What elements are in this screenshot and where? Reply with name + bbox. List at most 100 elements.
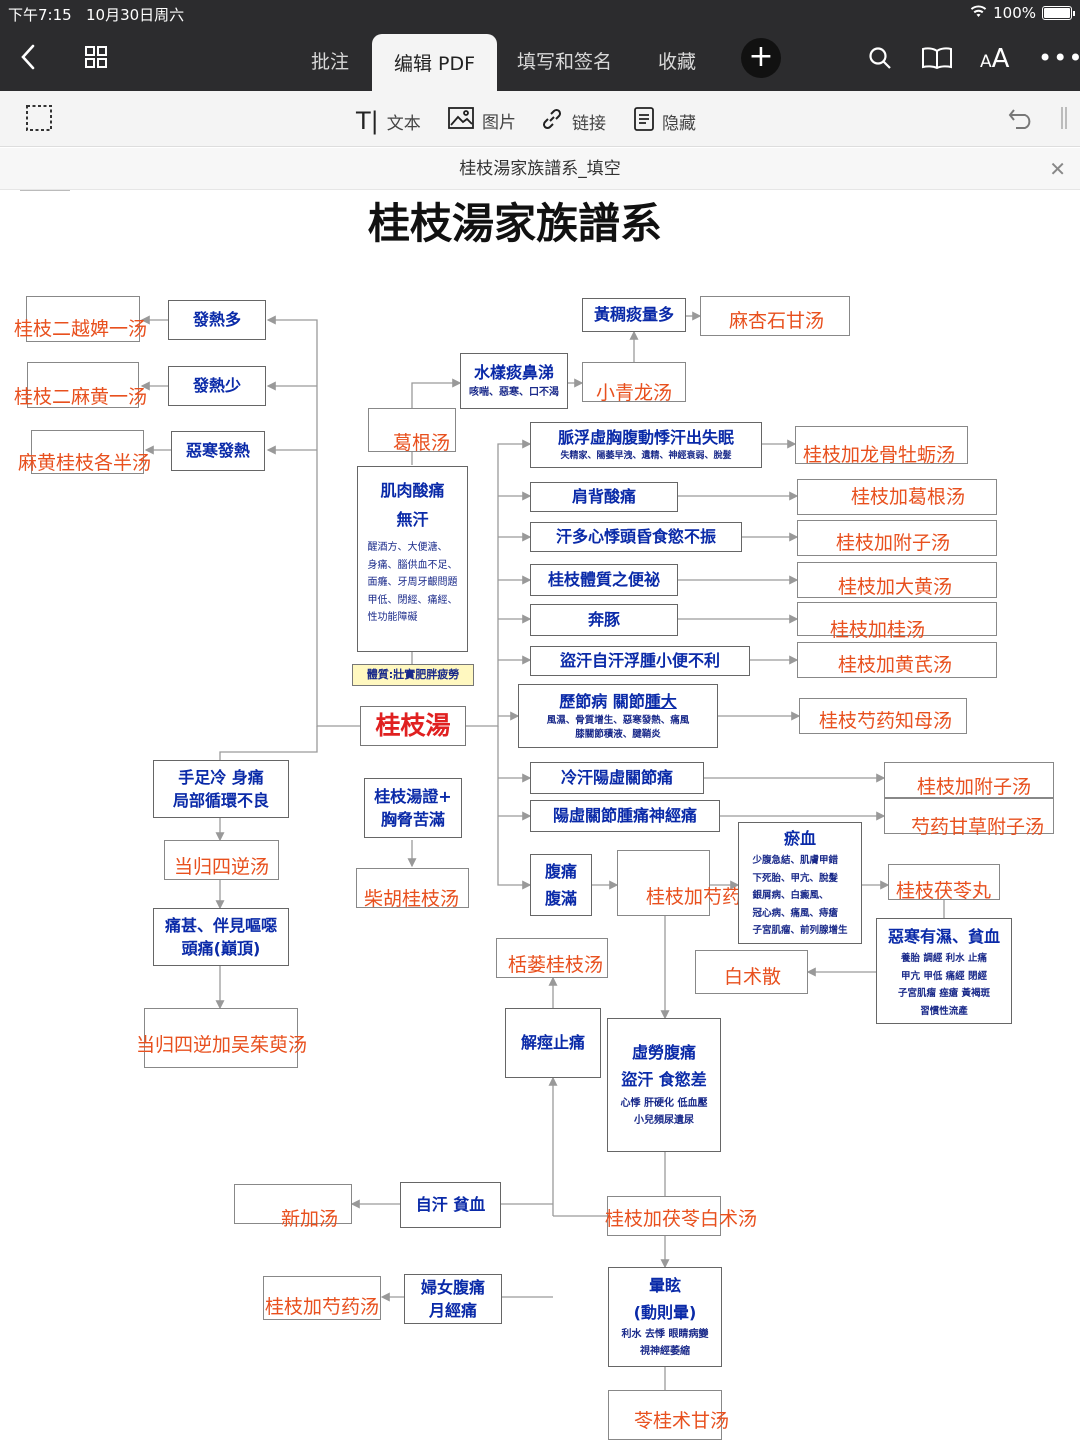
undo-icon[interactable] [1008,107,1034,133]
answer-text[interactable]: 桂枝加附子汤 [917,776,1032,798]
answer-text[interactable]: 桂枝加附子汤 [836,532,951,554]
answer-text[interactable]: 桂枝加芍药汤 [265,1296,380,1318]
box-cold-limbs: 手足冷 身痛局部循環不良 [153,760,289,818]
box-dizziness: 暈眩 (動則暈) 利水 去悸 眼睛病變 視神經萎縮 [608,1267,722,1367]
answer-blank[interactable] [884,798,1054,834]
answer-text[interactable]: 麻杏石甘汤 [729,310,825,332]
answer-text[interactable]: 桂枝芍药知母汤 [819,710,953,732]
close-icon[interactable]: ✕ [1049,157,1066,181]
answer-text[interactable]: 葛根汤 [393,432,451,454]
answer-blank[interactable] [582,362,686,402]
answer-blank[interactable] [797,602,997,636]
answer-text[interactable]: 小青龙汤 [596,382,673,404]
answer-text[interactable]: 桂枝加龙骨牡蛎汤 [803,444,956,466]
image-tool-button[interactable]: 图片 [448,107,516,134]
text-icon: T| [356,107,379,135]
answer-blank[interactable] [608,1390,722,1440]
center-node: 桂枝湯 [360,706,466,746]
answer-blank[interactable] [263,1276,381,1320]
box-night-sweat: 盜汗自汗浮腫小便不利 [530,646,750,676]
answer-blank[interactable] [617,850,710,916]
answer-text[interactable]: 桂枝加茯苓白术汤 [605,1208,758,1230]
answer-blank[interactable] [799,698,967,734]
answer-blank[interactable] [368,408,456,452]
box-joint-disease: 歷節病 關節腫大 風濕、骨質增生、惡寒發熱、痛風 膝關節積液、腱鞘炎 [518,684,718,748]
box-severe-pain: 痛甚、伴見嘔噁頭痛(巔頂) [153,908,289,966]
answer-blank[interactable] [797,479,997,515]
back-icon[interactable] [20,44,36,74]
answer-text[interactable]: 桂枝二麻黄一汤 [14,386,148,408]
answer-blank[interactable] [234,1184,352,1224]
answer-text[interactable]: 当归四逆加吴茱萸汤 [136,1034,308,1056]
answer-blank[interactable] [144,1008,298,1068]
search-icon[interactable] [868,46,892,74]
answer-blank[interactable] [700,296,850,336]
answer-text[interactable]: 新加汤 [281,1208,339,1230]
pdf-page: 桂枝湯家族譜系 [0,190,1080,1440]
select-region-icon[interactable] [26,105,52,135]
box-abdominal: 腹痛腹滿 [530,854,592,916]
grid-icon[interactable] [85,46,107,72]
tab-fill-sign[interactable]: 填写和签名 [517,51,613,73]
text-tool-button[interactable]: T| 文本 [356,107,421,135]
tab-annotate[interactable]: 批注 [311,51,350,73]
answer-text[interactable]: 桂枝茯苓丸 [896,880,992,902]
answer-blank[interactable] [31,430,144,474]
answer-blank[interactable] [884,762,1054,798]
add-button[interactable]: + [741,38,781,78]
box-yellow-phlegm: 黃稠痰量多 [582,298,686,332]
box-watery-phlegm: 水樣痰鼻涕咳喘、惡寒、口不渴 [460,353,568,409]
battery-percent: 100% [993,4,1036,22]
box-cold-sweat: 冷汗陽虛關節痛 [530,762,704,794]
box-fever-more: 發熱多 [168,300,266,340]
answer-blank[interactable] [356,868,469,908]
answer-text[interactable]: 当归四逆汤 [174,856,270,878]
answer-blank[interactable] [164,840,279,880]
font-size-icon[interactable]: AA [980,44,1010,74]
status-time: 下午7:15 10月30日周六 [8,6,185,24]
constitution-label: 體質:壯實肥胖疲勞 [352,664,474,686]
image-icon [448,107,474,134]
answer-text[interactable]: 桂枝加芍药汤 [646,886,761,908]
answer-text[interactable]: 桂枝加桂汤 [830,619,926,641]
answer-blank[interactable] [695,950,808,994]
box-fever-less: 發熱少 [168,366,266,406]
answer-text[interactable]: 芍药甘草附子汤 [911,816,1045,838]
answer-text[interactable]: 桂枝加大黄汤 [838,576,953,598]
book-icon[interactable] [922,47,952,73]
answer-text[interactable]: 桂枝加葛根汤 [851,486,966,508]
answer-blank[interactable] [27,362,139,408]
box-muscle-ache: 肌肉酸痛 無汗 醒酒方、大便溏、身痛、腦供血不足、面癱、牙周牙齦問題甲低、閉經、… [357,466,468,652]
more-icon[interactable]: ••• [1038,44,1080,72]
pause-icon[interactable] [1060,107,1068,133]
answer-blank[interactable] [797,642,997,678]
hide-tool-button[interactable]: 隐藏 [634,107,696,136]
tab-favorites[interactable]: 收藏 [658,51,697,73]
answer-text[interactable]: 白术散 [724,966,782,988]
document-heading: 桂枝湯家族譜系 [367,199,662,248]
box-constipation: 桂枝體質之便祕 [530,564,678,596]
answer-blank[interactable] [496,938,608,978]
box-pulse: 脈浮虛胸腹動悸汗出失眠失精家、陽萎早洩、遺精、神經衰弱、脫髮 [530,422,762,468]
edit-toolbar: T| 文本 图片 链接 隐藏 [0,91,1080,147]
answer-text[interactable]: 苓桂术甘汤 [634,1410,730,1432]
box-sweat-palpitation: 汗多心悸頭昏食慾不振 [530,522,742,552]
answer-blank[interactable] [607,1196,721,1236]
battery-icon [1042,6,1075,20]
answer-text[interactable]: 柴胡桂枝汤 [364,888,460,910]
link-icon [540,107,564,136]
answer-blank[interactable] [26,296,140,342]
link-tool-button[interactable]: 链接 [540,107,606,136]
answer-blank[interactable] [888,864,1000,900]
answer-blank[interactable] [797,562,997,598]
answer-blank[interactable] [795,426,968,464]
top-nav: 批注 编辑 PDF 填写和签名 收藏 + AA ••• [0,26,1080,91]
answer-blank[interactable] [797,520,997,556]
box-cold-damp: 惡寒有濕、貧血 養胎 調經 利水 止痛甲亢 甲低 痛經 閉經子宮肌瘤 痤瘡 黃褐… [876,918,1012,1024]
answer-text[interactable]: 麻黄桂枝各半汤 [18,452,152,474]
page-divider [20,190,70,191]
tab-edit-pdf[interactable]: 编辑 PDF [372,34,498,91]
answer-text[interactable]: 桂枝加黄芪汤 [838,654,953,676]
answer-text[interactable]: 桂枝二越婢一汤 [14,318,148,340]
answer-text[interactable]: 栝蒌桂枝汤 [508,954,604,976]
